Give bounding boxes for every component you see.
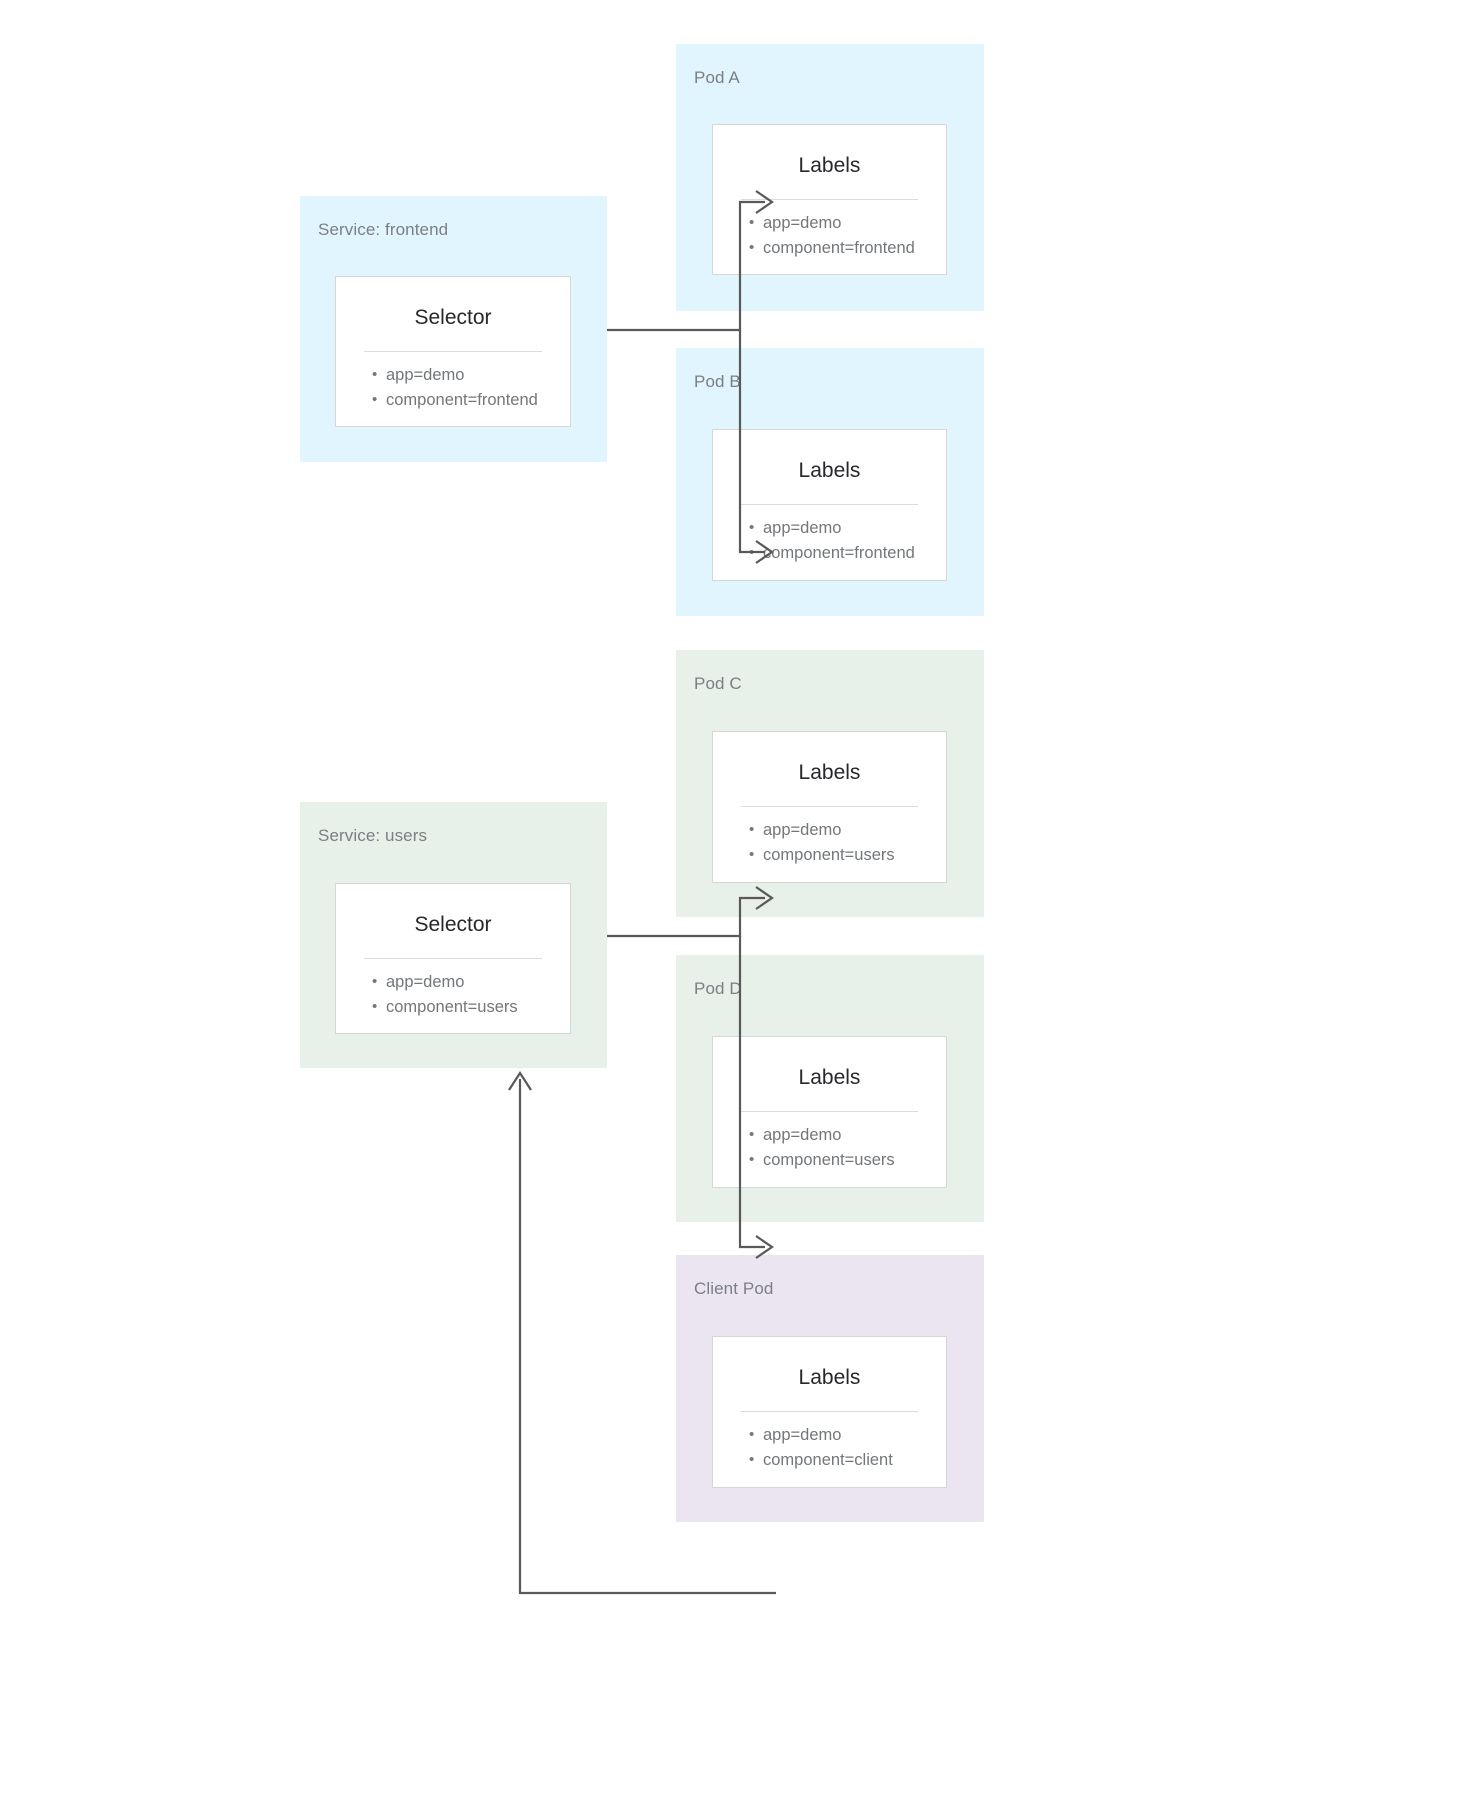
card-title: Labels [798,761,861,784]
list-item: app=demo [372,969,558,995]
card-divider [741,1111,918,1112]
card-divider [741,1411,918,1412]
selector-card[interactable]: Selector app=demo component=users [335,883,571,1034]
card-title: Labels [798,1366,861,1389]
list-item: component=frontend [372,387,558,413]
list-item: component=users [372,994,558,1020]
list-item: app=demo [749,210,934,236]
card-divider [364,958,542,959]
list-item: component=users [749,1147,934,1173]
card-title: Labels [798,459,861,482]
label-list: app=demo component=frontend [743,210,934,261]
pod-panel-client-pod[interactable]: Client Pod Labels app=demo component=cli… [676,1255,984,1522]
labels-card[interactable]: Labels app=demo component=frontend [712,124,947,275]
label-list: app=demo component=client [743,1422,934,1473]
list-item: app=demo [749,515,934,541]
pod-panel-label: Pod B [694,372,741,391]
list-item: app=demo [749,1122,934,1148]
selector-list: app=demo component=users [366,969,558,1020]
list-item: app=demo [749,1422,934,1448]
card-divider [741,504,918,505]
service-panel-label: Service: users [318,826,428,845]
service-panel-frontend[interactable]: Service: frontend Selector app=demo comp… [300,196,607,462]
list-item: component=users [749,842,934,868]
pod-panel-pod-d[interactable]: Pod D Labels app=demo component=users [676,955,984,1222]
label-list: app=demo component=users [743,1122,934,1173]
list-item: component=frontend [749,540,934,566]
pod-panel-label: Pod A [694,68,740,87]
service-panel-users[interactable]: Service: users Selector app=demo compone… [300,802,607,1068]
card-divider [364,351,542,352]
label-list: app=demo component=frontend [743,515,934,566]
list-item: component=client [749,1447,934,1473]
list-item: app=demo [749,817,934,843]
list-item: component=frontend [749,235,934,261]
selector-card[interactable]: Selector app=demo component=frontend [335,276,571,427]
card-divider [741,806,918,807]
labels-card[interactable]: Labels app=demo component=users [712,1036,947,1188]
arrow-head-service-users [508,1070,532,1091]
labels-card[interactable]: Labels app=demo component=frontend [712,429,947,581]
service-panel-label: Service: frontend [318,220,449,239]
pod-panel-pod-c[interactable]: Pod C Labels app=demo component=users [676,650,984,917]
pod-panel-label: Pod C [694,674,742,693]
card-title: Labels [798,154,861,177]
card-title: Selector [414,913,492,936]
pod-panel-pod-b[interactable]: Pod B Labels app=demo component=frontend [676,348,984,616]
labels-card[interactable]: Labels app=demo component=users [712,731,947,883]
pod-panel-label: Pod D [694,979,742,998]
card-title: Selector [414,306,492,329]
pod-panel-pod-a[interactable]: Pod A Labels app=demo component=frontend [676,44,984,311]
card-title: Labels [798,1066,861,1089]
labels-card[interactable]: Labels app=demo component=client [712,1336,947,1488]
list-item: app=demo [372,362,558,388]
selector-list: app=demo component=frontend [366,362,558,413]
label-list: app=demo component=users [743,817,934,868]
card-divider [741,199,918,200]
pod-panel-label: Client Pod [694,1279,774,1298]
